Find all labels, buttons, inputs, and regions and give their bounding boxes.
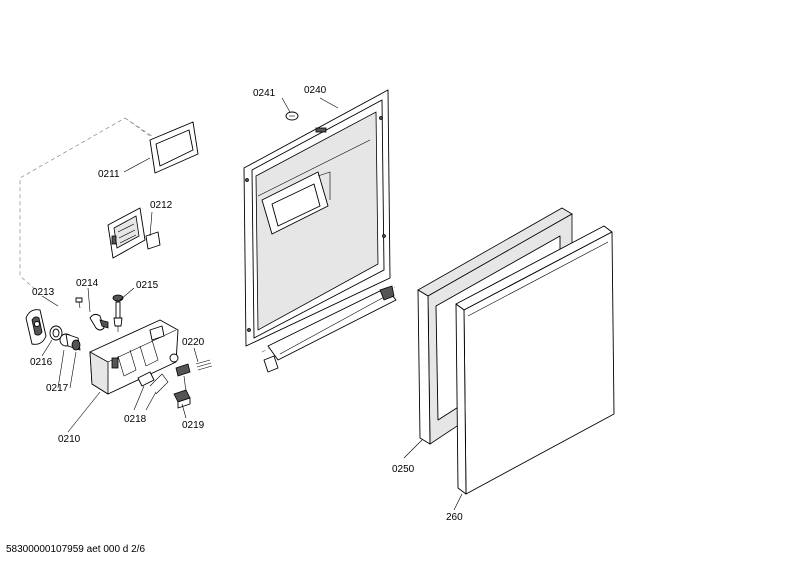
part-0240-trim-strip	[263, 285, 397, 373]
part-0217-knob	[59, 333, 81, 351]
part-0213-handle-cover	[25, 309, 47, 345]
part-0214-screw	[75, 297, 83, 309]
part-260-decor-panel	[455, 225, 615, 495]
label-0213: 0213	[32, 287, 55, 298]
part-0212-control-panel	[107, 207, 146, 259]
drawing-id-footer: 58300000107959 aet 000 d 2/6	[6, 544, 146, 555]
label-0250: 0250	[392, 464, 415, 475]
label-0216: 0216	[30, 357, 53, 368]
part-0214-lever	[89, 313, 109, 331]
part-0220-spring	[169, 353, 213, 371]
part-0216-ring	[49, 325, 63, 341]
part-0215-sensor-rod	[112, 294, 124, 332]
part-0210-control-housing	[89, 319, 179, 395]
label-0241: 0241	[253, 88, 276, 99]
part-0219-connector	[173, 389, 191, 409]
leader-lines	[41, 97, 463, 511]
part-0211-frame-gasket	[149, 121, 199, 174]
label-260: 260	[446, 512, 463, 523]
label-0220: 0220	[182, 337, 205, 348]
label-0215: 0215	[136, 280, 159, 291]
part-number-labels: 0241 0240 0211 0212 0213 0214 0215 0216 …	[30, 85, 463, 523]
label-0212: 0212	[150, 200, 173, 211]
label-0210: 0210	[58, 434, 81, 445]
label-0219: 0219	[182, 420, 205, 431]
part-0241-screw	[285, 111, 299, 121]
part-0218-clip	[137, 363, 191, 395]
label-0214: 0214	[76, 278, 99, 289]
label-0217: 0217	[46, 383, 69, 394]
part-0240-inner-door-panel	[243, 89, 391, 347]
label-0218: 0218	[124, 414, 147, 425]
label-0240: 0240	[304, 85, 327, 96]
label-0211: 0211	[98, 169, 120, 180]
part-0212-pad	[145, 231, 161, 250]
